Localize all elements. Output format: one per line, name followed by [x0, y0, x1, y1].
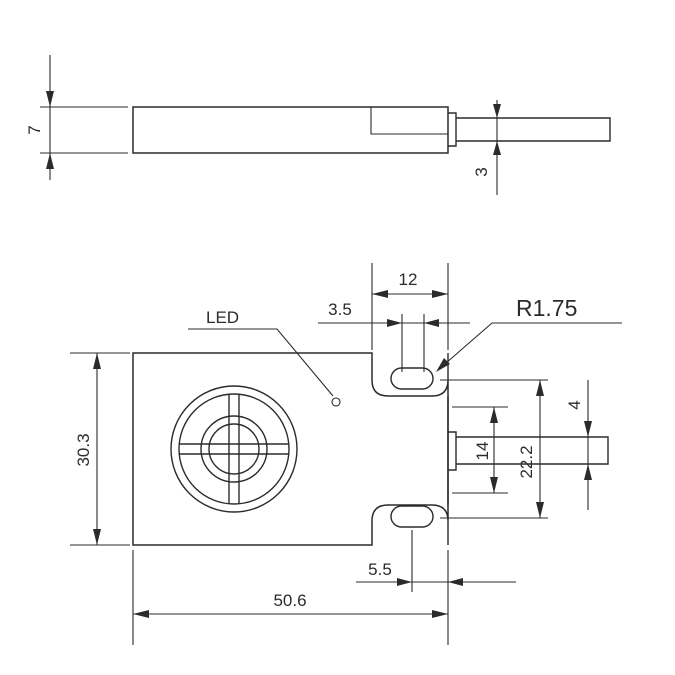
cable-arrow-bottom	[493, 141, 501, 155]
front-view-cable	[456, 436, 609, 465]
slot-width-arrow-left	[387, 319, 402, 327]
side-view-cable	[456, 117, 611, 142]
thickness-arrow-top	[46, 91, 54, 107]
cable-diameter-label: 3	[472, 167, 491, 176]
side-view-connector	[448, 112, 457, 147]
height-label: 30.3	[74, 433, 93, 466]
slot-spacing-label: 12	[399, 270, 418, 289]
cable-span-arrow-top	[490, 407, 498, 423]
cable-width-label: 4	[565, 400, 584, 409]
thickness-label: 7	[25, 125, 44, 134]
hole-pitch-label: 22.2	[517, 445, 536, 478]
sensing-face	[170, 385, 298, 513]
cable-arrow-top	[493, 104, 501, 118]
led-label: LED	[206, 308, 239, 327]
side-view-body	[132, 106, 449, 154]
slot-width-label: 3.5	[328, 300, 352, 319]
height-arrow-bottom	[93, 529, 101, 545]
front-view-connector	[448, 431, 457, 471]
mounting-slot-bottom	[390, 505, 434, 528]
slot-radius-arrow	[436, 358, 450, 372]
slot-width-arrow-right	[424, 319, 439, 327]
cable-span-arrow-bottom	[490, 477, 498, 493]
cable-width-arrow-bottom	[584, 464, 592, 480]
height-arrow-top	[93, 353, 101, 369]
slot-spacing-arrow-right	[432, 290, 448, 298]
hole-pitch-arrow-top	[536, 380, 544, 396]
side-view-notch	[370, 107, 448, 135]
thickness-arrow-bottom	[46, 153, 54, 169]
front-view-body	[132, 352, 449, 546]
slot-offset-arrow-left	[397, 578, 412, 586]
width-arrow-left	[133, 610, 149, 618]
slot-radius-label: R1.75	[516, 295, 577, 321]
width-label: 50.6	[273, 591, 306, 610]
mounting-slot-top	[390, 367, 434, 390]
width-arrow-right	[432, 610, 448, 618]
hole-pitch-arrow-bottom	[536, 502, 544, 518]
slot-spacing-arrow-left	[372, 290, 388, 298]
slot-radius-leader-line	[437, 322, 622, 371]
slot-offset-arrow-right	[448, 578, 463, 586]
led-leader-line	[188, 328, 334, 397]
front-view: LED 12 3.5 R1.75 30.3 4	[70, 263, 622, 645]
slot-offset-label: 5.5	[368, 560, 392, 579]
cable-width-arrow-top	[584, 421, 592, 437]
cable-span-label: 14	[473, 442, 492, 461]
led-indicator	[331, 397, 341, 407]
side-view: 7 3	[25, 55, 611, 195]
